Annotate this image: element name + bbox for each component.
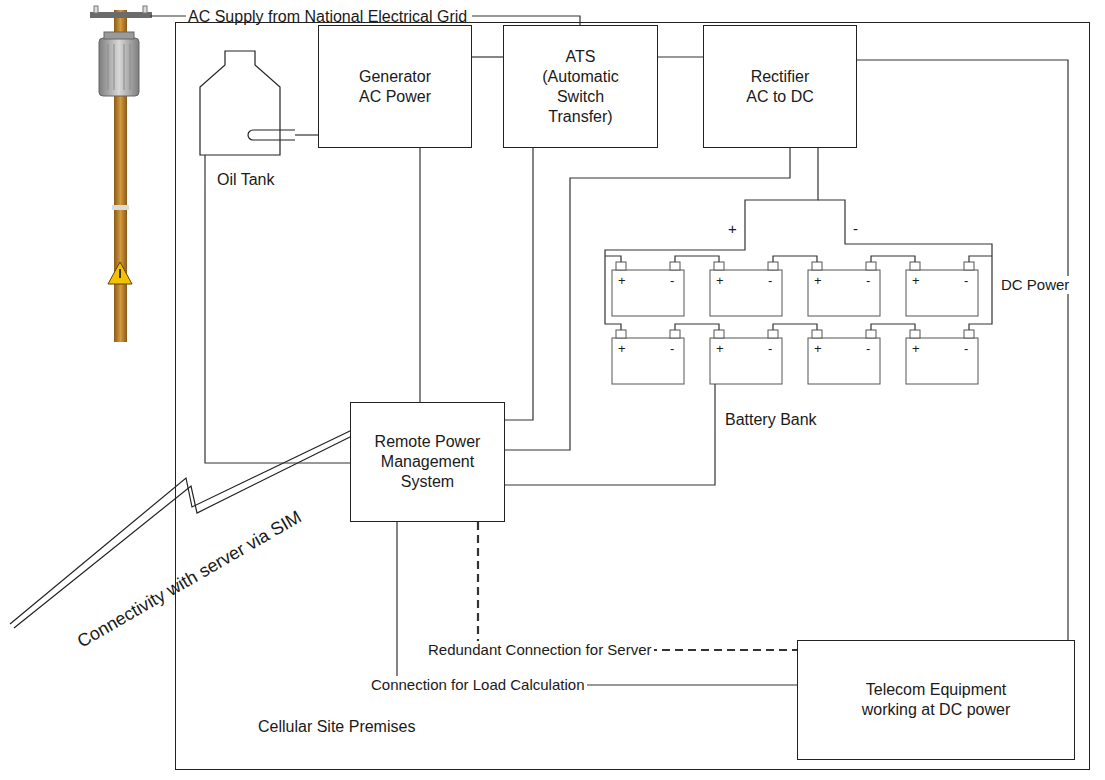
fuel-pipe	[248, 130, 295, 140]
polarity-sign: -	[670, 341, 674, 357]
polarity-sign: +	[618, 341, 626, 357]
grid-wire	[472, 16, 580, 25]
battery-wire	[773, 256, 817, 262]
connector	[205, 195, 350, 463]
annotation: AC Supply from National Electrical Grid	[188, 7, 467, 26]
polarity-sign: -	[866, 341, 870, 357]
node-label: Cellular Site Premises	[258, 717, 415, 737]
box-label: Rectifier AC to DC	[739, 67, 821, 107]
connector	[397, 522, 797, 685]
battery-cell	[906, 330, 978, 384]
battery-bank: Battery Bank	[600, 240, 995, 432]
node-label: Battery Bank	[725, 410, 817, 430]
wire	[204, 155, 205, 195]
ats-box: ATS (Automatic Switch Transfer)	[503, 25, 658, 148]
connector	[857, 60, 1068, 640]
battery-bank-drawing	[600, 240, 995, 432]
polarity-sign: -	[670, 273, 674, 289]
utility-pole	[90, 6, 152, 342]
polarity-sign: +	[912, 273, 920, 289]
connector	[419, 148, 420, 402]
node-label: Oil Tank	[217, 170, 275, 190]
rectifier-box: Rectifier AC to DC	[703, 25, 857, 148]
battery-cell	[710, 262, 782, 316]
connector	[505, 148, 533, 420]
battery-cell	[906, 262, 978, 316]
connector	[505, 432, 715, 485]
annotation: Connectivity with server via SIM	[74, 507, 305, 653]
wireless-link-symbol	[10, 430, 352, 628]
generator-box: Generator AC Power	[318, 25, 472, 148]
battery-cell	[710, 330, 782, 384]
polarity-sign: +	[618, 273, 626, 289]
polarity-sign: +	[716, 273, 724, 289]
connector-label: Redundant Connection for Server	[425, 641, 654, 659]
battery-wire	[871, 324, 915, 330]
battery-wire	[871, 256, 915, 262]
battery-cell	[612, 330, 684, 384]
battery-wire	[845, 240, 992, 330]
polarity-sign: +	[814, 341, 822, 357]
battery-wire	[675, 256, 719, 262]
connector	[505, 148, 790, 450]
connector	[472, 56, 503, 57]
box-label: ATS (Automatic Switch Transfer)	[535, 47, 627, 127]
connector	[295, 134, 318, 135]
connector-label: DC Power	[998, 276, 1072, 294]
polarity-sign: -	[768, 341, 772, 357]
polarity-sign: +	[912, 341, 920, 357]
polarity-sign: +	[728, 220, 737, 238]
dashed-connector	[478, 522, 797, 650]
connector-label: Connection for Load Calculation	[368, 676, 587, 694]
battery-cell	[808, 262, 880, 316]
battery-cell	[808, 330, 880, 384]
box-label: Generator AC Power	[349, 67, 441, 107]
polarity-sign: +	[716, 341, 724, 357]
polarity-sign: -	[964, 273, 968, 289]
telecom-box: Telecom Equipment working at DC power	[797, 640, 1075, 760]
battery-cell	[612, 262, 684, 316]
connector	[745, 148, 818, 240]
grid-wire	[150, 15, 186, 16]
battery-wire	[605, 240, 745, 330]
battery-wire	[714, 384, 715, 432]
connector	[658, 56, 703, 57]
box-label: Telecom Equipment working at DC power	[840, 680, 1032, 720]
polarity-sign: +	[814, 273, 822, 289]
polarity-sign: -	[768, 273, 772, 289]
polarity-sign: -	[964, 341, 968, 357]
battery-wire	[675, 324, 719, 330]
battery-wire	[773, 324, 817, 330]
battery-negative-wire	[818, 200, 845, 240]
tank-body	[200, 51, 280, 155]
battery-wire	[605, 256, 621, 262]
battery-wire	[969, 256, 992, 262]
rpms-box: Remote Power Management System	[350, 402, 505, 522]
oil-tank: Oil Tank	[195, 45, 295, 195]
box-label: Remote Power Management System	[367, 432, 489, 492]
polarity-sign: -	[866, 273, 870, 289]
polarity-sign: -	[853, 220, 858, 238]
